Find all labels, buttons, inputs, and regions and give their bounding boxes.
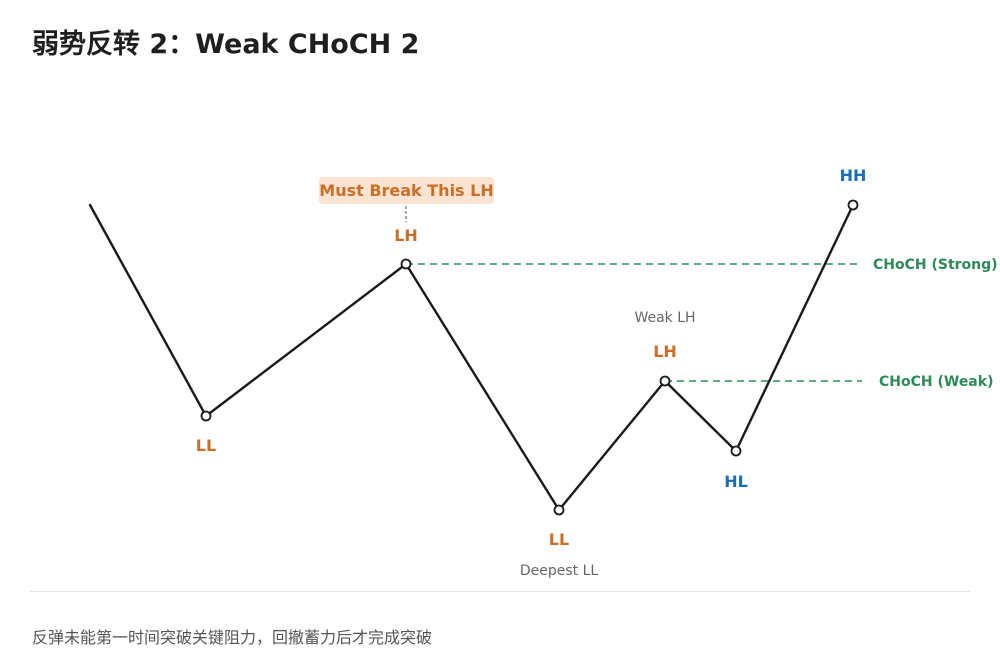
divider	[30, 591, 970, 592]
note-deepest-ll: Deepest LL	[520, 563, 599, 579]
pivot-lh-2	[659, 375, 671, 387]
label-ll-2: LL	[549, 530, 569, 549]
label-choch-weak: CHoCH (Weak)	[879, 374, 993, 390]
label-lh-2: LH	[653, 342, 677, 361]
price-path	[88, 203, 855, 512]
pivot-lh-1	[400, 258, 412, 270]
pivot-ll-2	[553, 504, 565, 516]
pivot-ll-1	[200, 410, 212, 422]
page-title: 弱势反转 2：Weak CHoCH 2	[32, 29, 420, 60]
label-hh: HH	[840, 166, 867, 185]
label-lh-1: LH	[394, 226, 418, 245]
pivot-hl	[730, 445, 742, 457]
callout-text: Must Break This LH	[319, 181, 493, 200]
label-hl: HL	[724, 472, 748, 491]
pivot-hh	[847, 199, 859, 211]
note-weak-lh: Weak LH	[634, 310, 695, 326]
callout-box	[319, 177, 494, 204]
label-ll-1: LL	[196, 436, 216, 455]
label-choch-strong: CHoCH (Strong)	[873, 257, 998, 273]
caption: 反弹未能第一时间突破关键阻力，回撤蓄力后才完成突破	[32, 628, 433, 647]
